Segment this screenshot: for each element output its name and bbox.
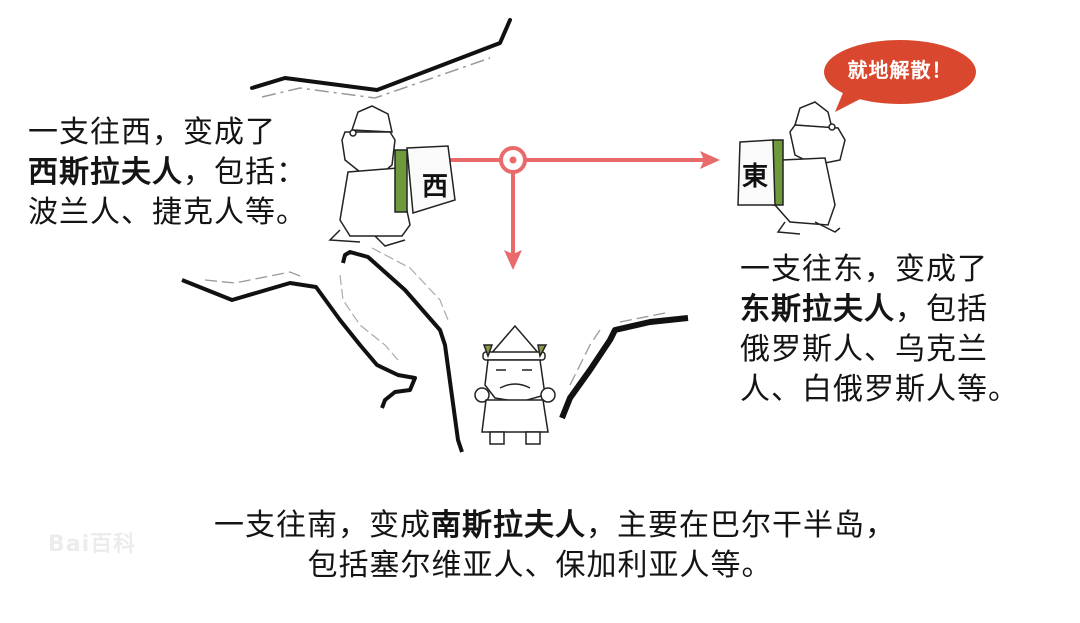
west-traveler-illustration [328, 105, 456, 247]
east-line-4: 人、白俄罗斯人等。 [740, 372, 1019, 407]
south-line-1-pre: 一支往南，变成 [214, 508, 431, 543]
mountain-ridge-left [181, 247, 464, 453]
mountain-ridge-top [250, 18, 512, 99]
south-group-name: 南斯拉夫人 [431, 508, 586, 543]
south-traveler-illustration [474, 324, 556, 445]
east-tile-label: 東 [742, 162, 769, 192]
east-line-3: 俄罗斯人、乌克兰 [740, 332, 988, 367]
south-line-1-rest: ，主要在巴尔干半岛， [586, 508, 896, 543]
east-traveler-illustration [737, 101, 846, 235]
speech-bubble-text: 就地解散！ [847, 58, 953, 82]
west-description: 一支往西，变成了 西斯拉夫人，包括： 波兰人、捷克人等。 [28, 113, 307, 233]
west-line-3: 波兰人、捷克人等。 [28, 195, 307, 230]
migration-arrows [418, 146, 720, 270]
west-line-2-rest: ，包括： [183, 155, 307, 190]
south-line-1: 一支往南，变成南斯拉夫人，主要在巴尔干半岛， [0, 506, 1080, 546]
east-group-name: 东斯拉夫人 [740, 292, 895, 327]
west-group-name: 西斯拉夫人 [28, 155, 183, 190]
mountain-ridge-right [559, 311, 689, 420]
south-description: 一支往南，变成南斯拉夫人，主要在巴尔干半岛， 包括塞尔维亚人、保加利亚人等。 [0, 506, 1080, 586]
south-line-2: 包括塞尔维亚人、保加利亚人等。 [307, 548, 773, 583]
west-line-2: 西斯拉夫人，包括： [28, 153, 307, 193]
speech-bubble [824, 40, 976, 112]
west-line-1: 一支往西，变成了 [28, 115, 276, 150]
east-line-2: 东斯拉夫人，包括 [740, 290, 1019, 330]
east-description: 一支往东，变成了 东斯拉夫人，包括 俄罗斯人、乌克兰 人、白俄罗斯人等。 [740, 250, 1019, 410]
west-tile-label: 西 [422, 172, 449, 202]
east-line-2-rest: ，包括 [895, 292, 988, 327]
baike-watermark: Bai百科 [48, 532, 137, 557]
east-line-1: 一支往东，变成了 [740, 252, 988, 287]
